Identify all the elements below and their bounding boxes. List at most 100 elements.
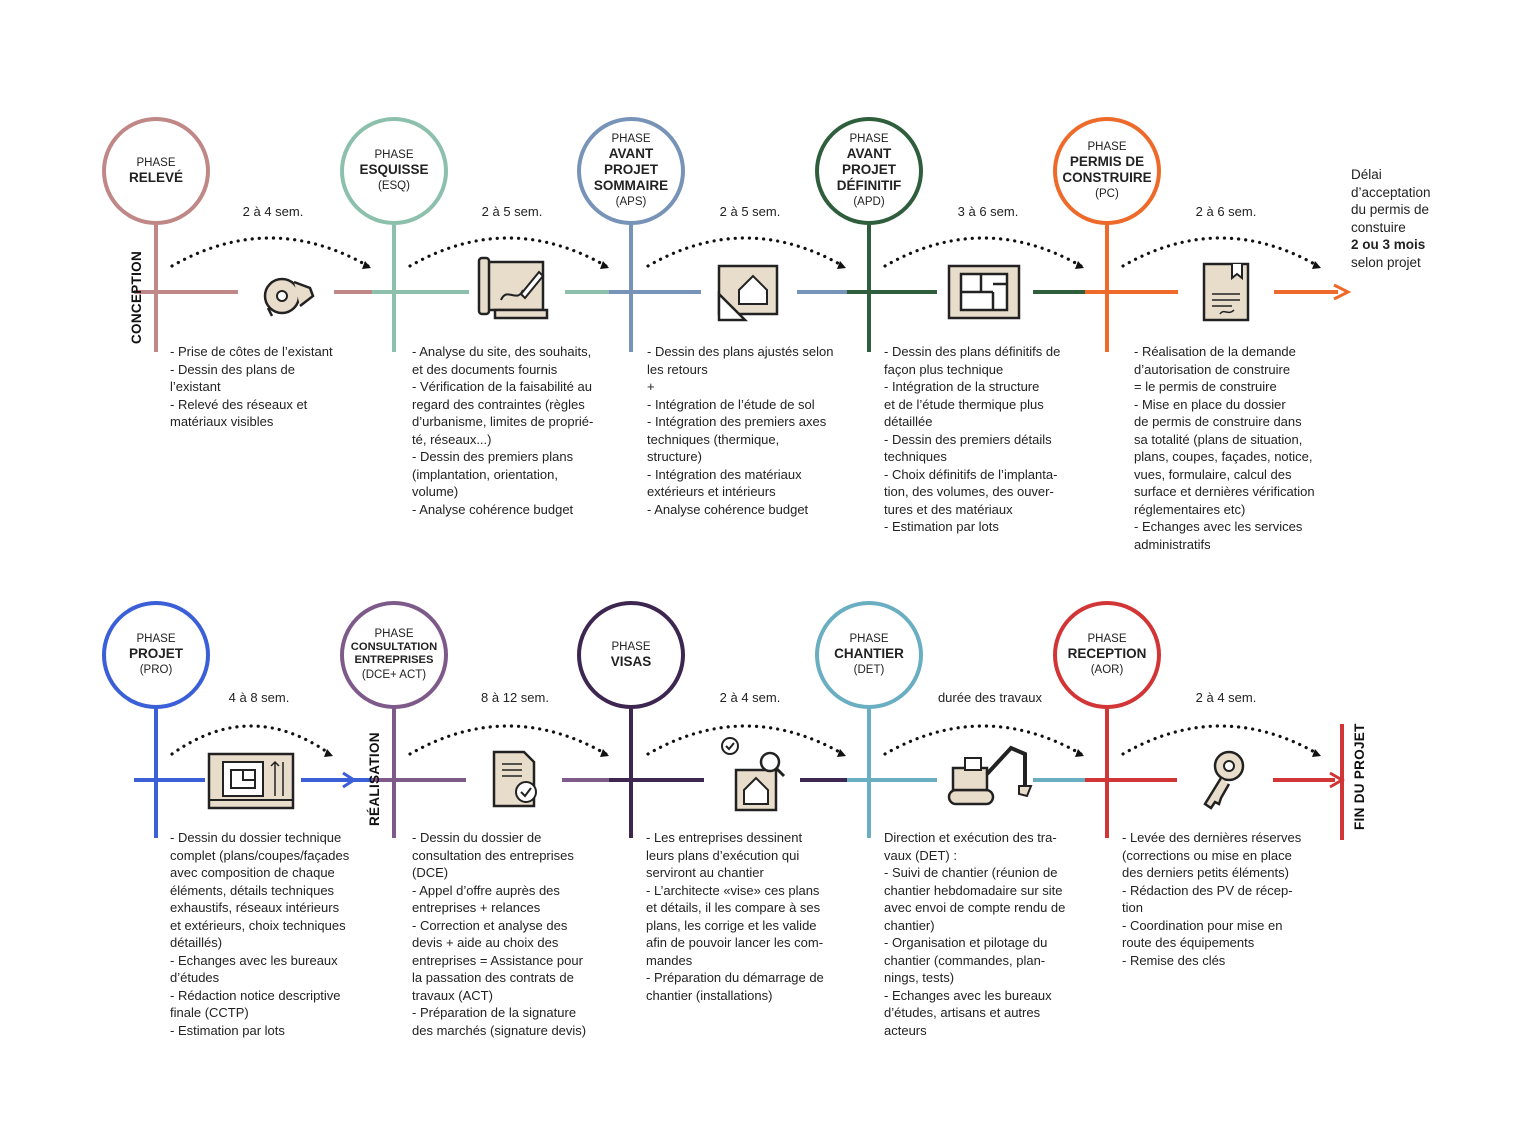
- duration-arrowhead: [324, 749, 333, 757]
- phase-name: RECEPTION: [1067, 646, 1147, 661]
- permit-note-delay: 2 ou 3 mois: [1351, 237, 1426, 252]
- description-line: - Dessin des plans ajustés selon: [647, 344, 834, 359]
- description-line: réglementaires etc): [1134, 501, 1246, 517]
- duration-arrowhead: [837, 749, 846, 757]
- phase-word: PHASE: [849, 633, 889, 645]
- phase-name: PROJET: [841, 162, 896, 177]
- phase-name: AVANT: [846, 146, 892, 161]
- description-line: - Mise en place du dossier: [1134, 396, 1286, 412]
- description-line: consultation des entreprises: [412, 847, 574, 863]
- duration-arrowhead: [600, 261, 609, 269]
- phase-code: (DET): [853, 664, 885, 676]
- duration-arrowhead: [362, 261, 371, 269]
- description-line: serviront au chantier: [646, 865, 764, 880]
- description-line: - Coordination pour mise en: [1122, 917, 1283, 933]
- phase-circle: [102, 601, 210, 709]
- drafting-plans-icon: [477, 256, 549, 320]
- phase-circle: [340, 117, 448, 225]
- document-seal-icon: [1202, 262, 1250, 322]
- phase-duration: 2 à 5 sem.: [481, 204, 543, 219]
- phase-name: PROJET: [128, 646, 183, 661]
- permit-note-line: du permis de: [1351, 202, 1430, 217]
- description-line: détaillés): [170, 935, 223, 950]
- phase-duration: durée des travaux: [937, 690, 1043, 705]
- phase-duration: 8 à 12 sem.: [481, 690, 549, 705]
- permit-note-line: selon projet: [1351, 254, 1421, 270]
- description-line: - Echanges avec les bureaux: [884, 987, 1052, 1003]
- description-line: et de l’étude thermique plus: [884, 396, 1044, 412]
- phase-description: - Analyse du site, des souhaits,et des d…: [412, 343, 612, 518]
- phase-duration: 4 à 8 sem.: [228, 690, 290, 705]
- description-line: avec envoi de compte rendu de: [884, 900, 1066, 915]
- description-line: administratifs: [1134, 536, 1211, 552]
- phase-circle: [1053, 117, 1161, 225]
- description-line: - Echanges avec les services: [1134, 519, 1303, 534]
- description-line: et des documents fournis: [412, 361, 558, 377]
- description-line: - Intégration de la structure: [884, 379, 1040, 394]
- phase-icons: [207, 256, 1250, 812]
- description-line: - Echanges avec les bureaux: [170, 952, 338, 968]
- description-line: complet (plans/coupes/façades: [170, 847, 350, 863]
- description-line: extérieurs et intérieurs: [647, 484, 776, 499]
- description-line: regard des contraintes (règles: [412, 396, 585, 412]
- phase-name: PROJET: [603, 162, 658, 177]
- description-line: volume): [412, 484, 459, 499]
- description-line: - Dessin des premiers plans: [412, 449, 574, 464]
- phase-name: DÉFINITIF: [836, 178, 902, 193]
- phase-word: PHASE: [611, 640, 651, 653]
- duration-arc: [170, 724, 332, 756]
- description-line: - Vérification de la faisabilité au: [412, 379, 592, 394]
- description-line: - Préparation de la signature: [412, 1005, 577, 1020]
- description-line: - Relevé des réseaux et: [170, 396, 308, 412]
- description-line: - L’architecte «vise» ces plans: [646, 882, 820, 898]
- description-line: - Analyse cohérence budget: [412, 501, 574, 517]
- description-line: - Choix définitifs de l’implanta-: [884, 466, 1058, 482]
- description-line: leurs plans d’exécution qui: [646, 847, 800, 863]
- phase-description: - Levée des dernières réserves(correctio…: [1122, 829, 1322, 969]
- phase-description: - Prise de côtes de l’existant- Dessin d…: [170, 343, 370, 431]
- phase-name: PERMIS DE: [1069, 154, 1145, 169]
- realisation-label: RÉALISATION: [367, 732, 382, 826]
- description-line: des marchés (signature devis): [412, 1022, 587, 1038]
- description-line: structure): [647, 449, 702, 464]
- phase-name: CONSTRUIRE: [1062, 170, 1152, 185]
- description-line: - Estimation par lots: [170, 1022, 285, 1038]
- description-line: plans, les corrige et les valide: [646, 917, 817, 933]
- phase-name: ESQUISSE: [359, 162, 429, 177]
- phase-code: (APS): [615, 196, 647, 208]
- duration-arrows: [170, 236, 1321, 757]
- description-line: nings, tests): [884, 970, 955, 985]
- phase-circles: [102, 117, 1161, 709]
- blueprint-icon: [207, 752, 295, 810]
- phase-code: (ESQ): [378, 180, 410, 192]
- phase-name: VISAS: [610, 653, 652, 669]
- duration-arc: [883, 724, 1083, 756]
- phase-circle: [102, 117, 210, 225]
- phase-word: PHASE: [1087, 141, 1127, 153]
- description-line: éléments, détails techniques: [170, 882, 335, 898]
- description-line: - Prise de côtes de l’existant: [170, 344, 333, 359]
- description-line: - Rédaction notice descriptive: [170, 987, 341, 1003]
- description-line: finale (CCTP): [170, 1005, 249, 1020]
- description-line: - Suivi de chantier (réunion de: [884, 865, 1058, 880]
- conception-label: CONCEPTION: [129, 250, 144, 344]
- phase-name: ENTREPRISES: [354, 654, 434, 666]
- description-line: devis + aide au choix des: [412, 935, 559, 950]
- description-line: mandes: [646, 952, 693, 968]
- phase-circle: [815, 601, 923, 709]
- phase-name: SOMMAIRE: [593, 178, 669, 193]
- description-line: - Dessin du dossier de: [412, 830, 542, 845]
- description-line: - Dessin des premiers détails: [884, 431, 1052, 447]
- description-line: plans, coupes, façades, notice,: [1134, 449, 1313, 464]
- phase-name: CONSULTATION: [350, 641, 438, 653]
- duration-arc: [1121, 724, 1320, 756]
- description-line: techniques: [884, 449, 947, 464]
